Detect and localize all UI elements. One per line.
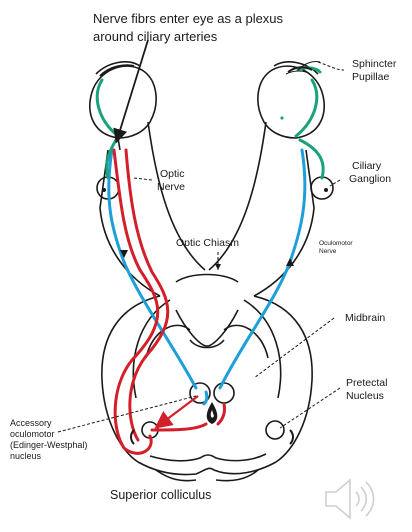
annotation-arrow [113, 39, 149, 144]
right-ciliary-ganglion [310, 176, 334, 200]
annotation-line-1: Nerve fibrs enter eye as a plexus [93, 11, 284, 26]
accessory-label-3: (Edinger-Westphal) [10, 440, 88, 450]
speaker-icon[interactable] [322, 474, 382, 524]
optic-chiasm-label: Optic Chiasm [176, 237, 240, 249]
oculomotor-label-2: Nerve [319, 248, 337, 255]
postganglionic-fibres [95, 66, 325, 180]
accessory-label-2: oculomotor [10, 429, 55, 439]
accessory-label-4: nucleus [10, 451, 42, 461]
optic-nerve-label-2: Nerve [157, 181, 186, 193]
optic-nerve-label-1: Optic [160, 168, 185, 180]
annotation-line-2: around ciliary arteries [93, 29, 218, 44]
right-eyeball [257, 65, 325, 139]
ciliary-label-2: Ganglion [349, 173, 392, 185]
pretectal-label-2: Nucleus [346, 390, 384, 402]
left-eyeball [89, 65, 157, 139]
sphincter-label-1: Sphincter [352, 58, 397, 70]
anatomy-outline [89, 61, 334, 482]
sphincter-label-2: Pupillae [352, 71, 390, 83]
midbrain-label: Midbrain [345, 312, 386, 324]
accessory-label-1: Accessory [10, 418, 52, 428]
pretectal-nucleus-circle [265, 420, 285, 440]
efferent-pathway [112, 148, 226, 455]
oculomotor-label-1: Oculomotor [319, 240, 353, 247]
iris-dot [280, 116, 284, 120]
superior-colliculus-label: Superior colliculus [110, 488, 212, 502]
ciliary-label-1: Ciliary [352, 160, 382, 172]
pretectal-label-1: Pretectal [346, 377, 388, 389]
